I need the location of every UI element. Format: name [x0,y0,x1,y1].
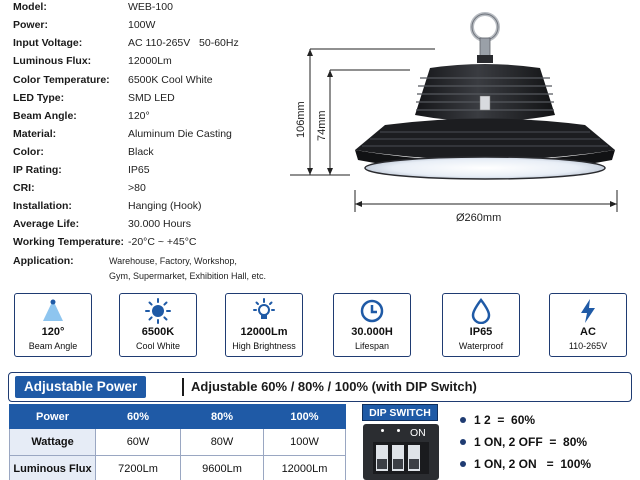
feature-title: IP65 [469,326,493,338]
spec-key: Color Temperature: [13,74,110,86]
table-row-header: Wattage [9,428,96,456]
spec-key: Color: [13,146,44,158]
feature-lifespan: 30.000H Lifespan [333,293,411,357]
table-cell: 100W [263,428,346,456]
table-header: 80% [180,404,264,429]
spec-value: Black [128,146,154,158]
bulb-icon [226,298,302,324]
dip-rule-text: 1 ON, 2 ON = 100% [474,457,592,471]
table-header-row: Power 60% 80% 100% [9,404,346,429]
table-row: Wattage 60W 80W 100W [9,428,346,456]
diameter-dimension: Ø260mm [456,212,502,224]
feature-row: 120° Beam Angle 6500K Cool White [0,293,640,359]
dip-rule: 1 ON, 2 ON = 100% [460,457,591,479]
spec-value: 30.000 Hours [128,218,192,230]
spec-key: Installation: [13,200,72,212]
spec-key: Average Life: [13,218,80,230]
sun-icon [120,298,196,324]
table-cell: 9600Lm [180,455,264,480]
spec-key: Beam Angle: [13,110,77,122]
adjustable-power-banner: Adjustable Power Adjustable 60% / 80% / … [8,372,632,402]
spec-value: -20°C ~ +45°C [128,236,197,248]
table-header: 60% [95,404,181,429]
bullet-icon [460,438,466,445]
feature-subtitle: Cool White [135,341,180,351]
feature-brightness: 12000Lm High Brightness [225,293,303,357]
table-row: Luminous Flux 7200Lm 9600Lm 12000Lm [9,455,346,480]
spec-value: Warehouse, Factory, Workshop, [109,256,237,266]
divider [182,378,184,396]
spec-value: SMD LED [128,92,175,104]
total-height-dimension: 106mm [295,101,307,138]
dip-rule-text: 1 2 = 60% [474,413,536,427]
feature-waterproof: IP65 Waterproof [442,293,520,357]
spec-value: 120° [128,110,150,122]
spec-key: IP Rating: [13,164,62,176]
spec-value: >80 [128,182,146,194]
table-cell: 7200Lm [95,455,181,480]
spec-key: Working Temperature: [13,236,125,248]
spec-key: Luminous Flux: [13,55,92,67]
spec-value: 6500K Cool White [128,74,213,86]
high-bay-light-image [290,12,618,212]
feature-title: 120° [41,326,65,338]
feature-subtitle: 110-265V [568,341,608,351]
dip-rule-text: 1 ON, 2 OFF = 80% [474,435,588,449]
table-header: Power [9,404,96,429]
spec-value: AC 110-265V 50-60Hz [128,37,239,49]
dip-switch-toggles-icon [373,442,429,474]
dip-dot [381,429,384,432]
feature-subtitle: Beam Angle [28,341,78,351]
spec-value: WEB-100 [128,1,173,13]
table-row-header: Luminous Flux [9,455,96,480]
adjustable-power-tag: Adjustable Power [15,376,147,398]
spec-key: Power: [13,19,49,31]
spec-value: 12000Lm [128,55,172,67]
feature-title: 30.000H [351,326,393,338]
spec-key: CRI: [13,182,35,194]
feature-voltage: AC 110-265V [549,293,627,357]
feature-subtitle: Waterproof [458,341,504,351]
feature-color-temperature: 6500K Cool White [119,293,197,357]
dip-on-label: ON [410,427,426,439]
lightning-icon [550,298,626,324]
spec-value: 100W [128,19,156,31]
beam-angle-icon [15,298,91,324]
spec-key: Input Voltage: [13,37,83,49]
table-cell: 60W [95,428,181,456]
power-table: Power 60% 80% 100% Wattage 60W 80W 100W … [9,404,346,480]
spec-value: Aluminum Die Casting [128,128,232,140]
dip-switch-label: DIP SWITCH [362,404,438,421]
spec-key: Model: [13,1,47,13]
water-drop-icon [443,298,519,324]
spec-value-continued: Gym, Supermarket, Exhibition Hall, etc. [109,271,267,281]
bullet-icon [460,460,466,467]
clock-icon [334,298,410,324]
spec-key: LED Type: [13,92,65,104]
table-cell: 12000Lm [263,455,346,480]
product-drawing: 106mm 74mm Ø260mm [290,0,640,230]
dip-switch-image: ON [363,424,439,480]
feature-title: 12000Lm [240,326,288,338]
adjustable-power-headline: Adjustable 60% / 80% / 100% (with DIP Sw… [191,379,477,394]
bullet-icon [460,416,466,423]
table-header: 100% [263,404,346,429]
spec-value: Hanging (Hook) [128,200,202,212]
table-cell: 80W [180,428,264,456]
feature-subtitle: Lifespan [354,341,390,351]
body-height-dimension: 74mm [316,110,328,141]
feature-title: 6500K [141,326,175,338]
dip-dot [397,429,400,432]
dip-rule: 1 2 = 60% [460,413,535,435]
feature-subtitle: High Brightness [232,341,296,351]
dip-rule: 1 ON, 2 OFF = 80% [460,435,587,457]
spec-value: IP65 [128,164,150,176]
spec-key: Application: [13,255,74,267]
feature-beam-angle: 120° Beam Angle [14,293,92,357]
feature-title: AC [580,326,596,338]
spec-key: Material: [13,128,57,140]
